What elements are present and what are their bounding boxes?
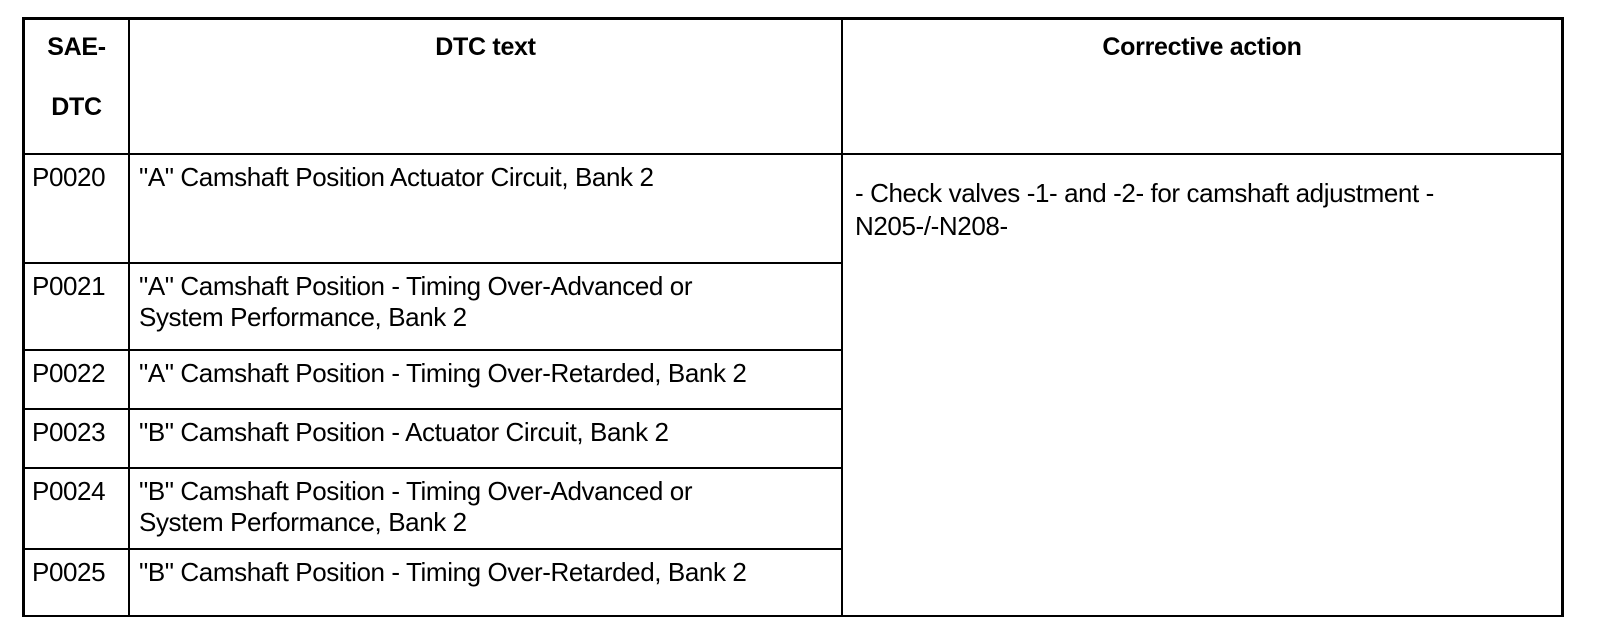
dtc-table: SAE- DTC DTC text Corrective action P002… [22,17,1564,617]
table-row: P0021 "A" Camshaft Position - Timing Ove… [23,262,1562,351]
cell-dtc-text-line1: "A" Camshaft Position - Timing Over-Reta… [139,358,747,388]
cell-dtc-text-line2: System Performance, Bank 2 [139,301,467,332]
column-header-sae-dtc-line1: SAE- [47,33,106,61]
table-row: P0023 "B" Camshaft Position - Actuator C… [23,408,1562,469]
cell-sae-dtc-code: P0025 [23,548,130,617]
cell-dtc-text-line1: "A" Camshaft Position Actuator Circuit, … [139,162,654,192]
column-header-sae-dtc-line2: DTC [51,93,102,122]
cell-sae-dtc-code: P0022 [23,349,130,410]
cell-sae-dtc-code: P0021 [23,262,130,351]
cell-dtc-text-line1: "B" Camshaft Position - Timing Over-Reta… [139,557,747,587]
cell-sae-dtc-code: P0020 [23,153,130,264]
table-row: P0022 "A" Camshaft Position - Timing Ove… [23,349,1562,410]
cell-dtc-text: "B" Camshaft Position - Timing Over-Reta… [128,548,843,617]
table-row: P0024 "B" Camshaft Position - Timing Ove… [23,467,1562,550]
cell-corrective-action: - Check valves -1- and -2- for camshaft … [841,153,1563,617]
cell-dtc-text: "A" Camshaft Position Actuator Circuit, … [128,153,843,264]
cell-dtc-text: "B" Camshaft Position - Actuator Circuit… [128,408,843,469]
table-row: P0020 "A" Camshaft Position Actuator Cir… [23,153,1563,617]
cell-dtc-text-line1: "B" Camshaft Position - Actuator Circuit… [139,417,669,447]
cell-dtc-text-line2: System Performance, Bank 2 [139,506,467,537]
corrective-action-line1: - Check valves -1- and -2- for camshaft … [855,178,1434,208]
page-root: SAE- DTC DTC text Corrective action P002… [22,17,1564,617]
header-row: SAE- DTC DTC text Corrective action [23,18,1563,155]
table-body: P0020 "A" Camshaft Position Actuator Cir… [23,153,1563,617]
column-header-corrective-action: Corrective action [841,18,1563,155]
cell-dtc-text-line1: "B" Camshaft Position - Timing Over-Adva… [139,476,693,506]
table-header: SAE- DTC DTC text Corrective action [23,18,1563,155]
cell-dtc-text: "A" Camshaft Position - Timing Over-Reta… [128,349,843,410]
corrective-action-line2: N205-/-N208- [855,210,1008,241]
column-header-sae-dtc: SAE- DTC [23,18,130,155]
cell-sae-dtc-code: P0023 [23,408,130,469]
column-header-dtc-text: DTC text [128,18,843,155]
cell-sae-dtc-code: P0024 [23,467,130,550]
cell-dtc-text: "A" Camshaft Position - Timing Over-Adva… [128,262,843,351]
cell-dtc-text-line1: "A" Camshaft Position - Timing Over-Adva… [139,271,693,301]
cell-dtc-text: "B" Camshaft Position - Timing Over-Adva… [128,467,843,550]
